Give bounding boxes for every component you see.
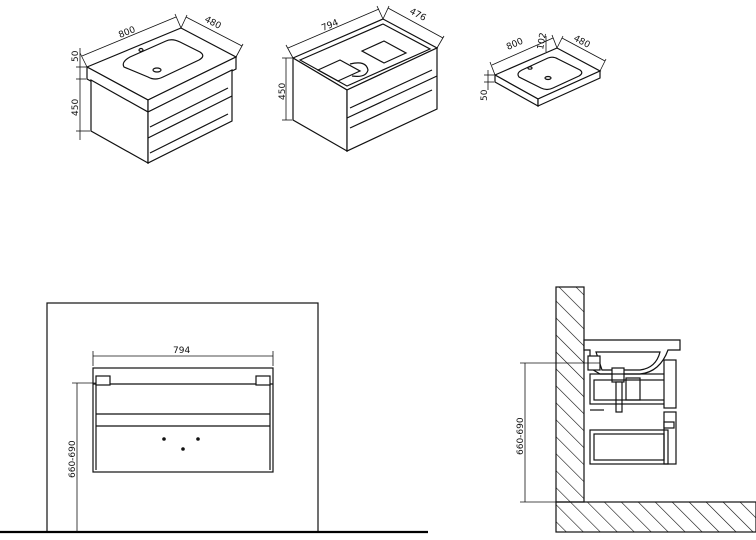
front-view bbox=[0, 302, 428, 534]
iso-basin-width-label: 800 bbox=[505, 37, 525, 53]
iso-full-top-height-label: 50 bbox=[71, 50, 81, 62]
side-section-view bbox=[520, 286, 756, 533]
iso-basin-bowl-label: 102 bbox=[536, 32, 549, 51]
iso-cabinet-width-label: 794 bbox=[320, 18, 340, 34]
iso-cabinet-depth-label: 476 bbox=[408, 7, 428, 24]
iso-cabinet-height-label: 450 bbox=[278, 83, 288, 100]
front-mount-height-label: 660-690 bbox=[68, 440, 78, 478]
front-width-label: 794 bbox=[173, 346, 190, 356]
iso-basin bbox=[484, 34, 607, 108]
iso-full-width-label: 800 bbox=[117, 25, 137, 41]
iso-basin-height-label: 50 bbox=[480, 89, 490, 101]
side-mount-height-label: 660-690 bbox=[516, 417, 526, 455]
iso-full-depth-label: 480 bbox=[203, 15, 223, 32]
iso-full-vanity bbox=[76, 13, 244, 165]
iso-cabinet bbox=[282, 5, 445, 153]
iso-full-cabinet-height-label: 450 bbox=[71, 99, 81, 116]
